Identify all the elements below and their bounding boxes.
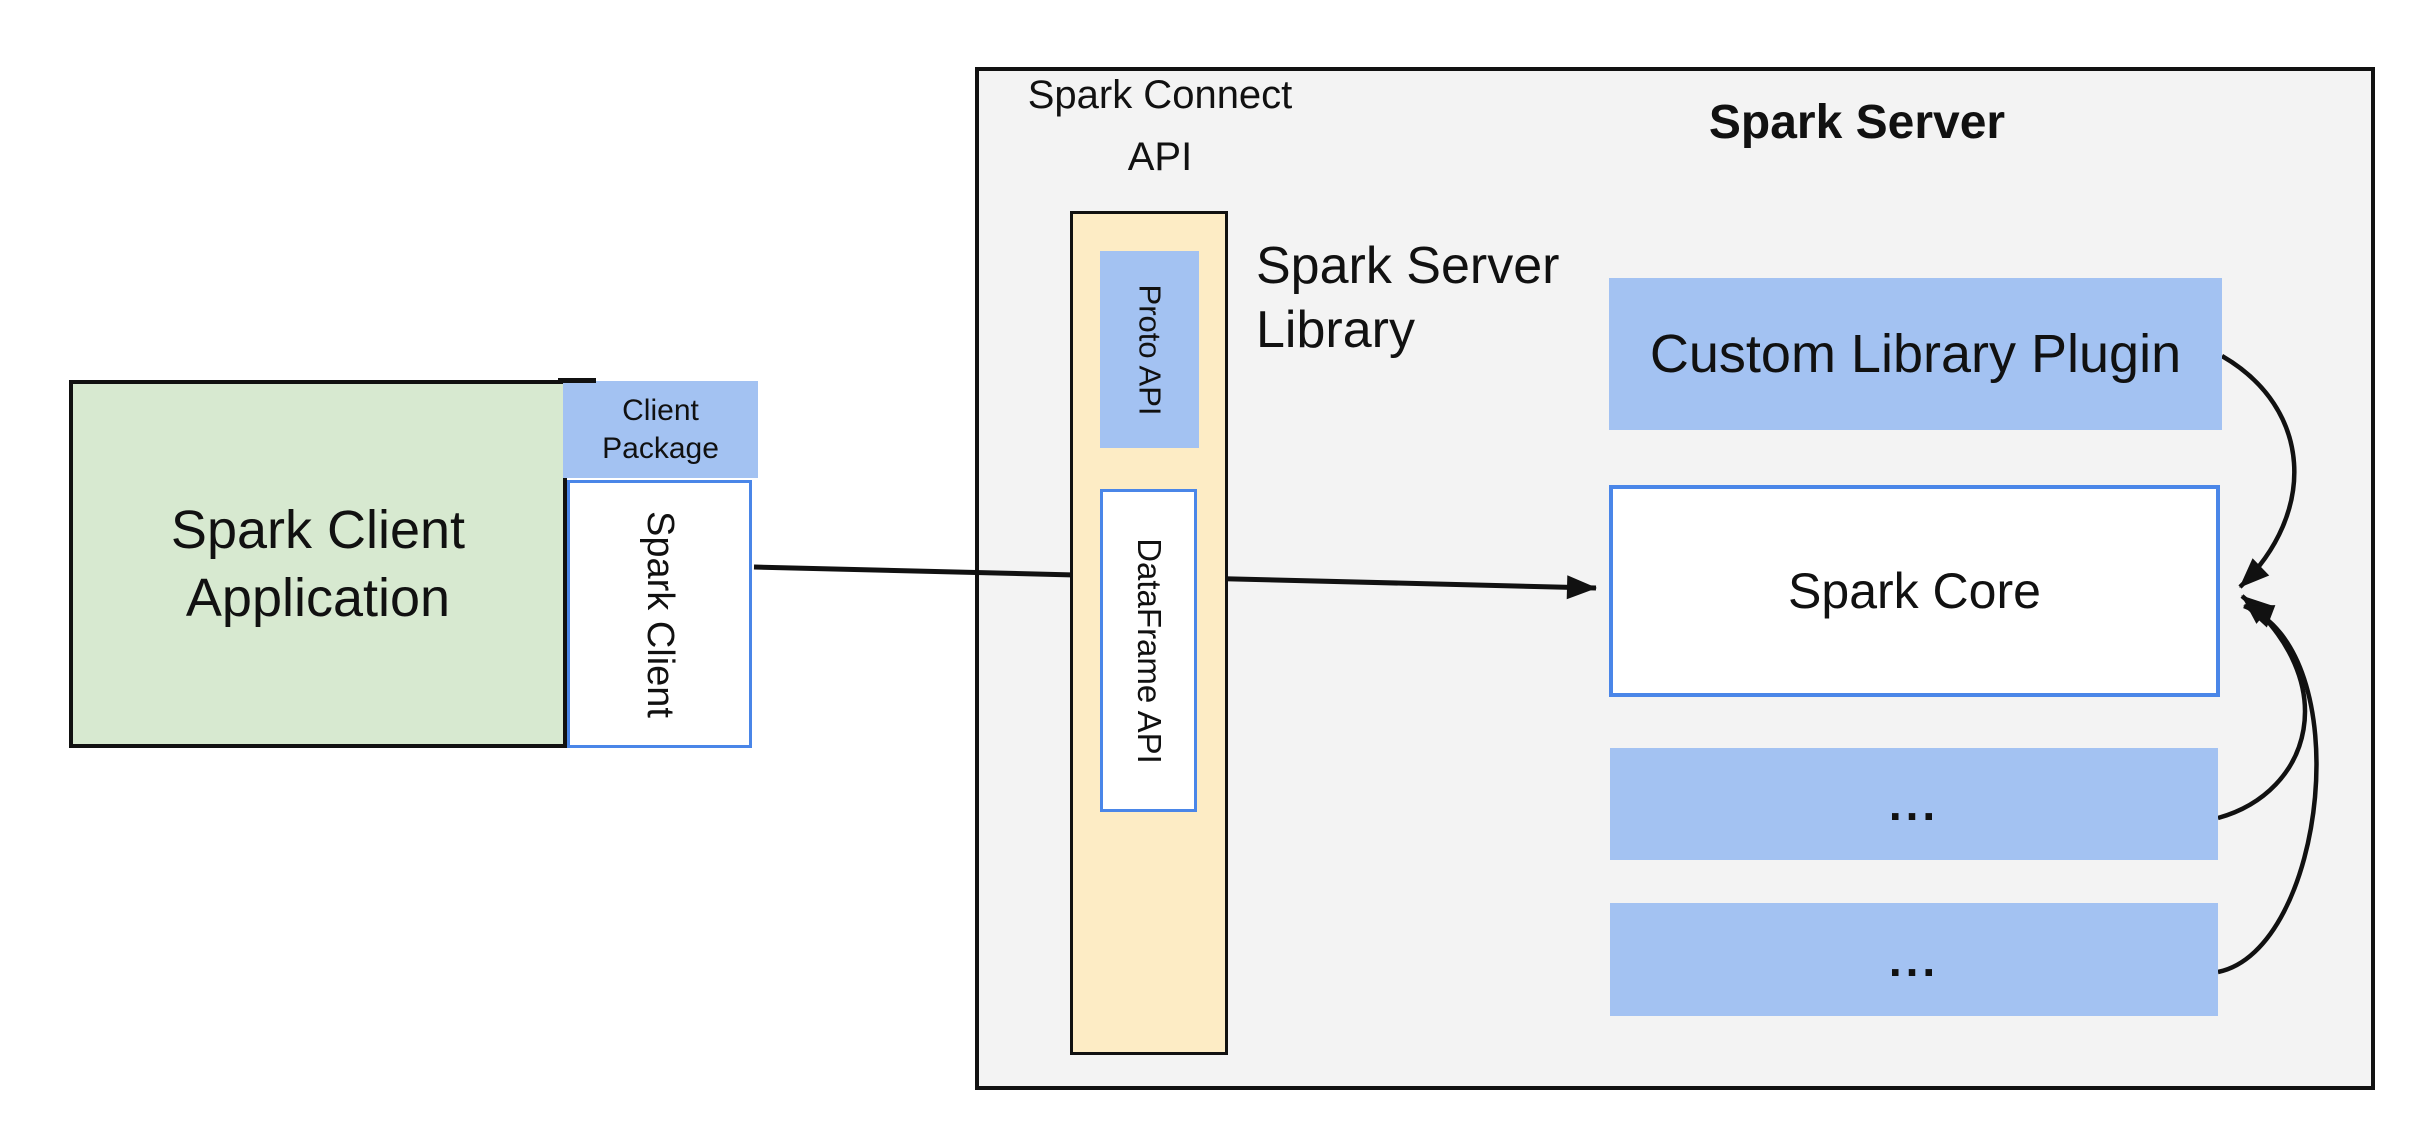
client-box-top-border-overhang — [558, 378, 596, 383]
dataframe-api-box: DataFrame API — [1100, 489, 1197, 812]
client-package-label: Client Package — [602, 393, 719, 465]
spark-server-title: Spark Server — [1708, 96, 2006, 149]
spark-connect-api-title: Spark Connect API — [1027, 73, 1293, 179]
dataframe-api-label: DataFrame API — [1130, 537, 1168, 764]
plugin2-to-core-arrow — [2217, 603, 2319, 975]
spark-server-library-label: Spark Server Library — [1256, 237, 1560, 359]
proto-api-label: Proto API — [1132, 284, 1168, 415]
spark-core-label: Spark Core — [1788, 563, 2041, 619]
spark-client-application-label: Spark Client Application — [170, 500, 466, 628]
client-package-box: Client Package — [563, 381, 758, 478]
more-plugins-box-1: ... — [1610, 748, 2218, 860]
plugin1-to-core-arrow — [2217, 594, 2308, 821]
custom-library-plugin-label: Custom Library Plugin — [1649, 324, 2182, 384]
spark-core-box: Spark Core — [1609, 485, 2220, 697]
more-plugins-label-1: ... — [1888, 778, 1940, 830]
more-plugins-box-2: ... — [1610, 903, 2218, 1016]
spark-client-label: Spark Client — [639, 510, 682, 718]
custom-library-plugin-box: Custom Library Plugin — [1609, 278, 2222, 430]
proto-api-box: Proto API — [1100, 251, 1199, 448]
custom-plugin-to-core-arrow — [2220, 354, 2297, 589]
more-plugins-label-2: ... — [1888, 933, 1940, 986]
spark-client-application-box: Spark Client Application — [69, 380, 567, 748]
spark-client-box: Spark Client — [567, 480, 752, 748]
